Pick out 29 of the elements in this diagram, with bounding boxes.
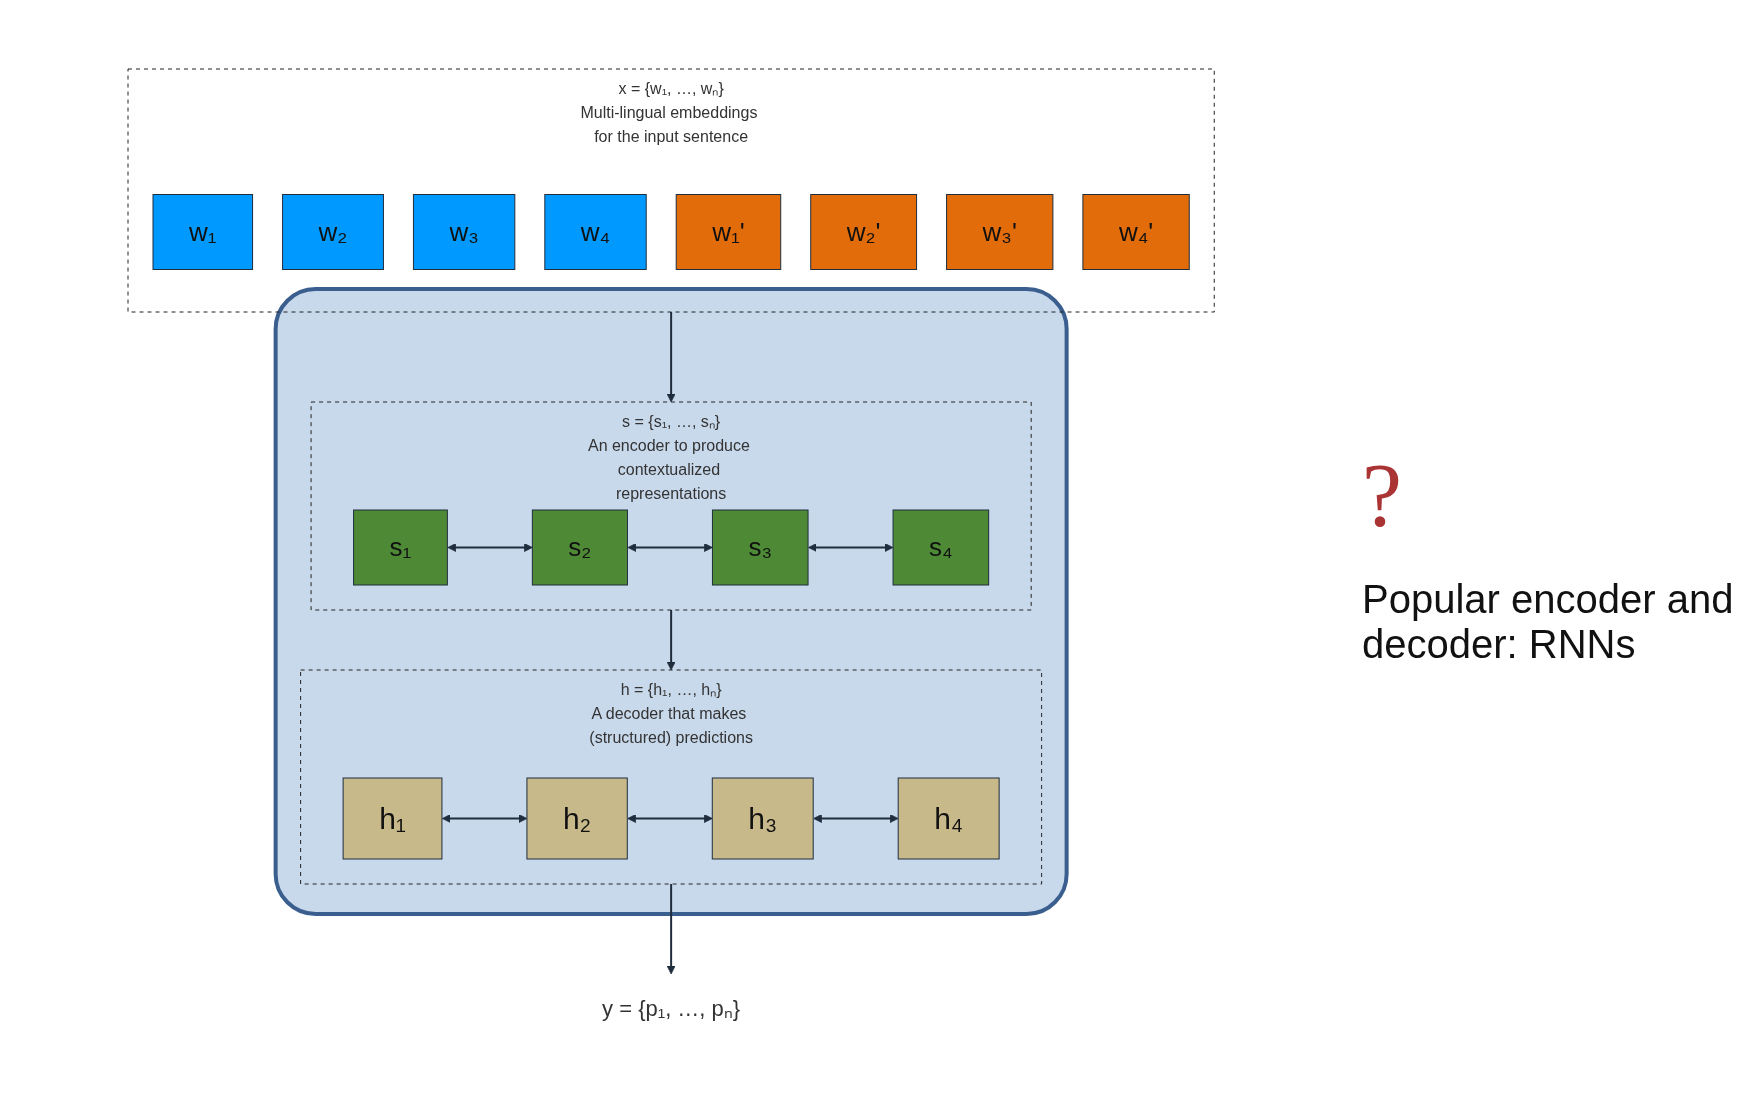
node-box: s₁ xyxy=(352,509,448,585)
node-box: w₃' xyxy=(945,193,1054,270)
question-mark: ? xyxy=(1362,445,1402,547)
note-text: Popular encoder and decoder: RNNs xyxy=(1362,577,1735,667)
node-box: s₃ xyxy=(711,509,809,585)
node-text: y = {p₁, …, pₙ} xyxy=(601,995,741,1021)
node-box: h₄ xyxy=(897,777,1000,859)
node-box: w₄' xyxy=(1082,193,1190,270)
node-box: h₂ xyxy=(526,777,628,859)
arrow xyxy=(627,542,713,552)
node-box: h₃ xyxy=(711,777,814,859)
node-box: w₂ xyxy=(281,193,384,270)
node-box: w₁' xyxy=(675,193,782,270)
node-box: h₁ xyxy=(342,777,443,859)
arrow xyxy=(627,813,713,823)
node-box: s₂ xyxy=(531,509,628,585)
cluster xyxy=(273,286,1069,916)
node-box: s₄ xyxy=(892,509,990,585)
node-box: w₄ xyxy=(544,193,647,270)
arrow xyxy=(813,813,899,823)
arrow xyxy=(666,608,676,670)
arrow xyxy=(441,813,528,823)
arrow xyxy=(447,542,533,552)
arrow xyxy=(807,542,894,552)
node-box: w₃ xyxy=(412,193,516,270)
node-box: w₁ xyxy=(152,193,253,270)
node-box: w₂' xyxy=(810,193,917,270)
arrow xyxy=(666,310,676,402)
arrow xyxy=(666,882,676,974)
